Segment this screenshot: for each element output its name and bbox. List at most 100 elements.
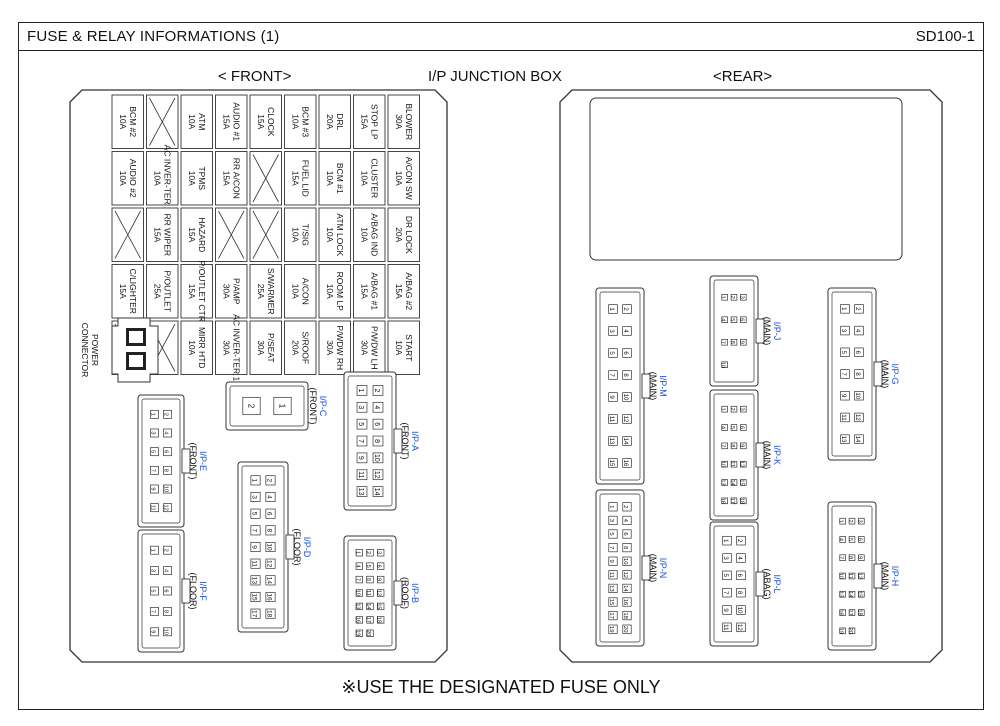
connector-pin: 14 — [622, 436, 632, 446]
fuse-cell: AUDIO #210A — [111, 151, 144, 206]
connector-pin: 2 — [163, 545, 172, 555]
pin-number: 4 — [163, 431, 169, 434]
connector-pin: 19 — [608, 624, 618, 634]
pin-number: 4 — [854, 329, 860, 333]
connector-pin: 9 — [608, 392, 618, 402]
fuse-cell: CLUSTER10A — [353, 151, 386, 206]
pin-number: 8 — [266, 529, 273, 533]
pin-number: 9 — [738, 341, 744, 344]
pin-number: 9 — [608, 395, 614, 399]
pin-number: 16 — [622, 599, 628, 606]
connector-pin: 9 — [738, 442, 747, 450]
connector-pin: 13 — [251, 575, 261, 586]
pin-number: 1 — [722, 539, 728, 543]
connector-pin: 6 — [856, 536, 865, 543]
fuse-cell: ATM10A — [180, 94, 213, 149]
connector-pin: 7 — [608, 370, 618, 380]
fuse-cell: T/SIG10A — [284, 207, 317, 262]
connector-pin: 4 — [622, 326, 632, 336]
pin-number: 5 — [251, 512, 258, 516]
pin-number: 15 — [251, 593, 258, 601]
fuse-cell: DRL20A — [318, 94, 351, 149]
connector-pin: 15 — [738, 479, 747, 486]
rear-label: <REAR> — [713, 68, 773, 85]
pin-number: 8 — [365, 578, 371, 581]
connector-pin: 2 — [854, 304, 864, 314]
pin-number: 11 — [608, 572, 614, 578]
connector-pin: 13 — [356, 486, 368, 497]
connector-pin: 7 — [722, 587, 732, 598]
fuse-label: P/AMP30A — [221, 278, 241, 305]
fuse-label: BCM #210A — [118, 106, 138, 137]
connector-pin: 3 — [738, 294, 747, 301]
connector-pin: 5 — [365, 562, 374, 570]
connector-pin: 4 — [838, 536, 846, 543]
pin-number: 11 — [847, 573, 853, 579]
pin-number: 13 — [357, 488, 364, 496]
pin-number: 7 — [722, 591, 728, 595]
connector-pin: 12 — [622, 414, 632, 424]
pin-number: 1 — [357, 388, 364, 392]
fuse-label: C/LIGHTER15A — [118, 269, 138, 314]
pin-number: 7 — [720, 444, 726, 447]
pin-number: 3 — [376, 551, 382, 554]
fuse-label: A/BAG #115A — [359, 272, 379, 310]
fuse-cell: DR LOCK20A — [387, 207, 420, 262]
pin-number: 1 — [720, 296, 726, 299]
connector-pin: 3 — [150, 566, 159, 575]
connector-pin: 9 — [150, 484, 159, 494]
pin-number: 5 — [847, 538, 853, 541]
fuse-cell: ATM LOCK10A — [318, 207, 351, 262]
connector-pin: 9 — [608, 556, 618, 566]
connector-pin: 8 — [729, 442, 738, 450]
connector-pin: 2 — [729, 294, 738, 301]
connector-pin: 13 — [354, 602, 363, 611]
pin-number: 6 — [163, 450, 169, 453]
fuse-cell: A/BAG #215A — [387, 264, 420, 319]
fuse-label: P/WDW LH30A — [359, 326, 379, 369]
pin-number: 13 — [608, 438, 614, 445]
connector-pin: 2 — [163, 409, 172, 419]
pin-number: 6 — [373, 422, 380, 426]
connector-pin: 2 — [736, 535, 746, 546]
pin-number: 3 — [150, 569, 156, 572]
fuse-cell: RR WIPER15A — [146, 207, 179, 262]
connector-pin: 2 — [729, 405, 738, 413]
pin-number: 9 — [357, 456, 364, 460]
connector-pin: 1 — [251, 475, 261, 486]
connector-pin: 9 — [738, 339, 747, 346]
connector-pin: 5 — [608, 529, 618, 539]
pin-number: 16 — [838, 610, 844, 616]
connector-pin: 10 — [736, 605, 746, 615]
pin-number: 6 — [738, 318, 744, 321]
connector-pin: 3 — [722, 553, 732, 563]
pin-number: 2 — [736, 539, 742, 543]
connector-pin: 4 — [163, 566, 172, 575]
connector-pin: 13 — [608, 436, 618, 446]
connector-pin: 10 — [720, 361, 728, 368]
pin-number: 2 — [266, 479, 273, 483]
fuse-label: DRL20A — [325, 113, 345, 130]
connector-pin: 15 — [251, 591, 261, 602]
connector-pin: 12 — [736, 622, 746, 633]
pin-number: 6 — [738, 426, 744, 429]
connector-pin: 1 — [150, 409, 159, 419]
pin-number: 16 — [354, 617, 360, 623]
power-connector: POWERCONNECTOR — [80, 317, 159, 383]
connector-name: I/P-L(ABAG) — [762, 568, 782, 599]
connector-pin: 7 — [150, 465, 159, 475]
connector-pin: 17 — [365, 616, 374, 624]
connector-pin: 2 — [847, 517, 856, 525]
connector-pin: 18 — [376, 616, 385, 624]
connector-pin: 2 — [372, 385, 384, 396]
connector-pin: 5 — [150, 447, 159, 457]
connector-pin: 8 — [365, 575, 374, 584]
pin-number: 5 — [729, 426, 735, 429]
connector-pin: 17 — [847, 609, 856, 616]
connector-pin: 1 — [273, 396, 292, 416]
connector-pin: 6 — [738, 424, 747, 431]
connector-pin: 4 — [354, 562, 363, 570]
